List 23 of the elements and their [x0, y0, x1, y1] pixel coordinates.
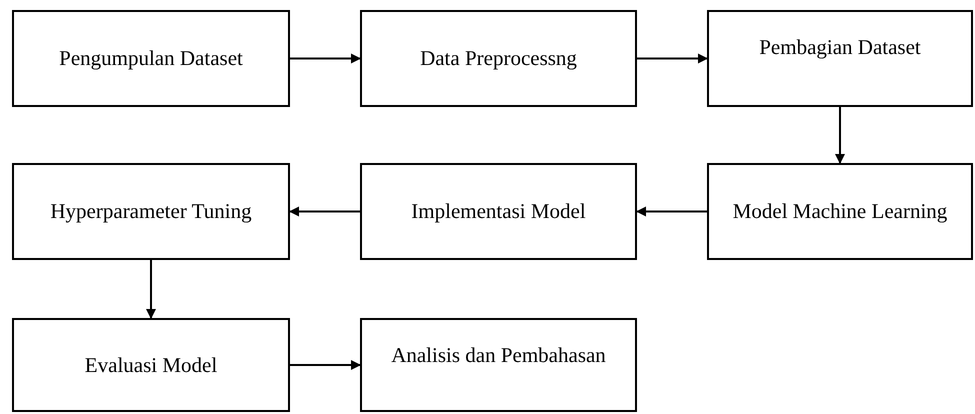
step-label: Analisis dan Pembahasan [391, 342, 606, 369]
process-box [12, 10, 290, 107]
arrow [290, 54, 361, 64]
step-label: Hyperparameter Tuning [50, 198, 252, 225]
step-label: Implementasi Model [411, 198, 586, 225]
process-box [360, 163, 637, 260]
arrow [835, 107, 845, 164]
process-box [12, 163, 290, 260]
process-box [360, 318, 637, 412]
arrow [637, 54, 708, 64]
step-label: Pembagian Dataset [759, 34, 921, 61]
step-label: Evaluasi Model [84, 352, 218, 378]
step-label: Model Machine Learning [732, 198, 948, 225]
arrow [290, 360, 361, 370]
process-box [12, 318, 290, 412]
arrow [636, 206, 707, 216]
arrow [146, 260, 156, 319]
step-label: Pengumpulan Dataset [59, 45, 243, 72]
arrow [289, 206, 360, 216]
process-box [360, 10, 637, 107]
process-box [707, 10, 973, 107]
process-box [707, 163, 973, 260]
step-label: Data Preprocessng [420, 45, 577, 72]
